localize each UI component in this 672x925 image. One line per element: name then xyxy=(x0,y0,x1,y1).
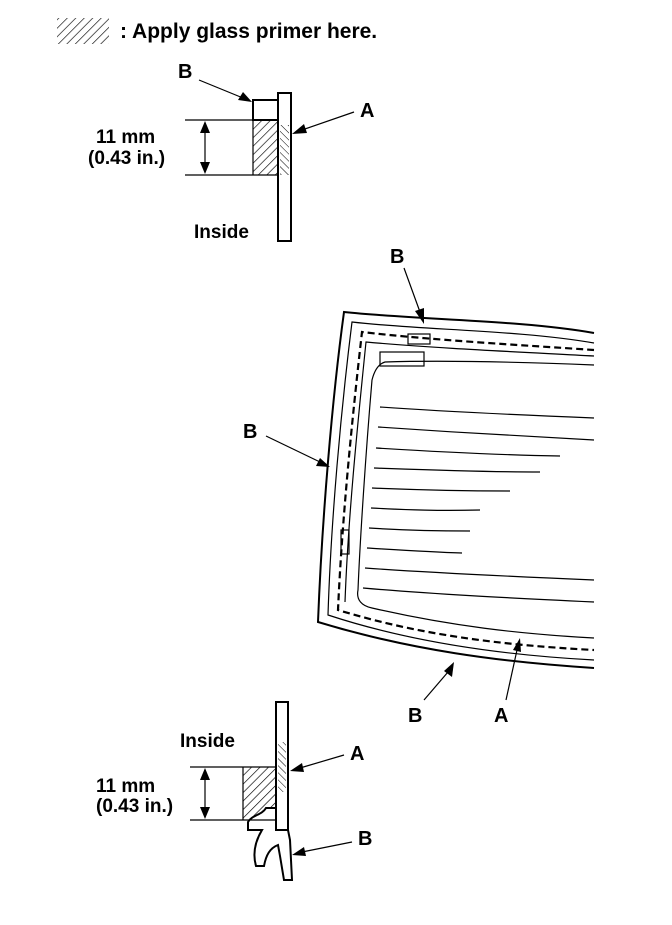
top-inside-label: Inside xyxy=(194,222,249,243)
top-label-a: A xyxy=(360,100,374,122)
rear-window: B B B A xyxy=(243,246,595,727)
glass-primer-zone-top xyxy=(280,125,289,175)
bottom-cross-section: 11 mm (0.43 in.) Inside A B xyxy=(96,701,372,881)
window-bracket-2 xyxy=(379,351,425,367)
window-viewing-area xyxy=(357,360,595,639)
primer-area-top xyxy=(253,120,278,175)
moulding-b-top xyxy=(252,99,279,121)
bottom-label-a: A xyxy=(350,743,364,765)
defroster-lines xyxy=(362,406,595,603)
legend-text: : Apply glass primer here. xyxy=(120,20,377,43)
top-dimension-in: (0.43 in.) xyxy=(88,148,165,169)
glass-primer-zone-bottom xyxy=(278,742,286,792)
moulding-b-bottom xyxy=(247,807,294,881)
top-cross-section: 11 mm (0.43 in.) B A Inside xyxy=(88,61,374,243)
top-dimension-mm: 11 mm xyxy=(96,127,155,148)
window-label-b-bottom: B xyxy=(408,705,422,727)
bottom-label-b: B xyxy=(358,828,372,850)
window-outer-edge xyxy=(316,310,595,669)
legend: : Apply glass primer here. xyxy=(57,18,377,44)
window-molding-edge xyxy=(327,321,595,661)
bottom-inside-label: Inside xyxy=(180,731,235,752)
window-bracket-1 xyxy=(407,333,431,345)
bottom-dimension-in: (0.43 in.) xyxy=(96,796,173,817)
bottom-dimension-mm: 11 mm xyxy=(96,776,155,797)
hatch-pattern-icon xyxy=(57,18,109,44)
primer-dashed-border xyxy=(336,330,595,652)
window-bracket-3 xyxy=(340,529,350,555)
window-label-a-bottom: A xyxy=(494,705,508,727)
top-label-b: B xyxy=(178,61,192,83)
window-label-b-left: B xyxy=(243,421,257,443)
window-label-b-top: B xyxy=(390,246,404,268)
